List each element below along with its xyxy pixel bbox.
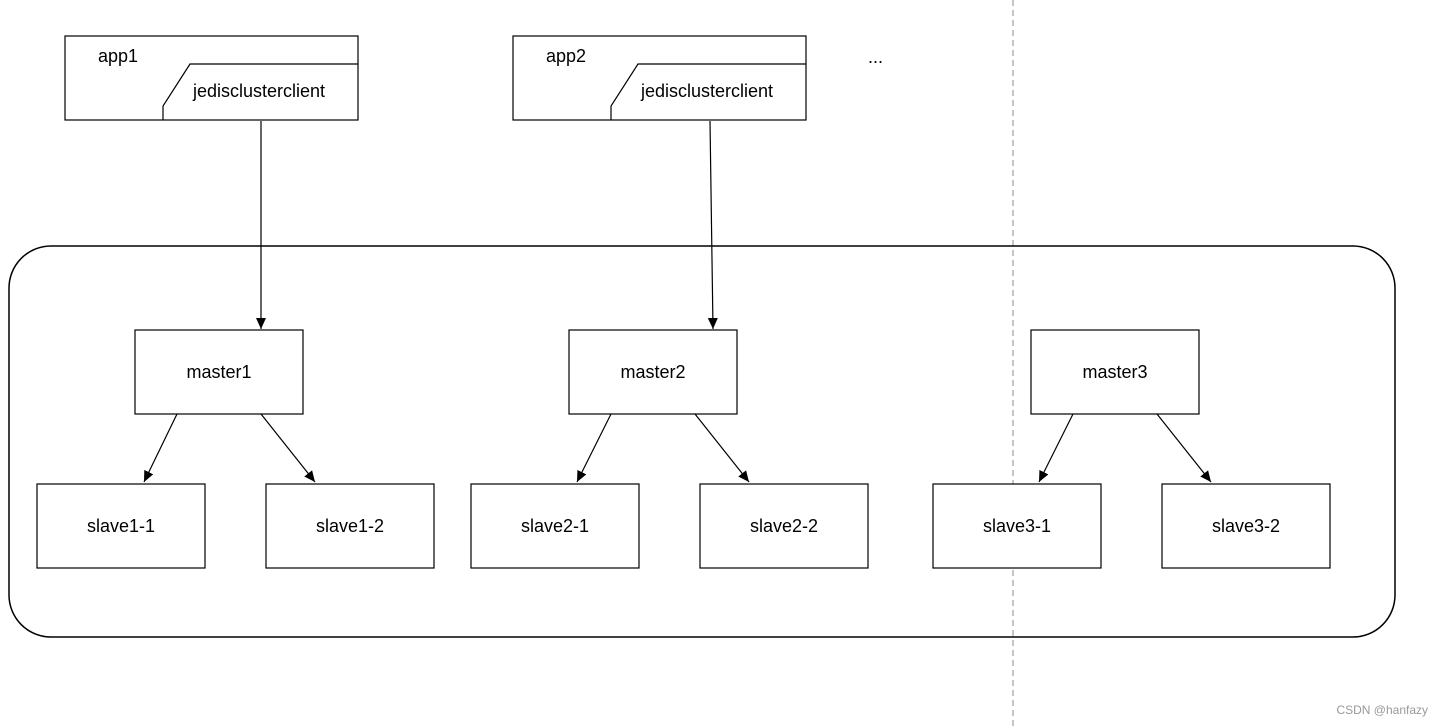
connector-master3-slave3-1 <box>1038 413 1074 483</box>
app2-node: app2 jedisclusterclient <box>512 35 807 121</box>
slave2-1-label: slave2-1 <box>521 516 589 536</box>
app1-client-tab <box>162 63 358 120</box>
cluster-container <box>8 245 1396 638</box>
app2-label: app2 <box>546 46 586 66</box>
slave3-1-node: slave3-1 <box>932 483 1102 569</box>
connector-master1-slave1-1 <box>143 413 178 483</box>
master1-node: master1 <box>134 329 304 415</box>
slave1-1-label: slave1-1 <box>87 516 155 536</box>
app1-client-label: jedisclusterclient <box>192 81 325 101</box>
connector-master3-slave3-2 <box>1156 413 1212 483</box>
slave3-1-label: slave3-1 <box>983 516 1051 536</box>
connector-master2-slave2-1 <box>576 413 612 483</box>
connector-app2-master2 <box>707 120 718 330</box>
slave2-2-label: slave2-2 <box>750 516 818 536</box>
app1-node: app1 jedisclusterclient <box>64 35 359 121</box>
slave3-2-node: slave3-2 <box>1161 483 1331 569</box>
master1-label: master1 <box>186 362 251 382</box>
connector-master1-slave1-2 <box>260 413 316 483</box>
watermark: CSDN @hanfazy <box>1336 703 1428 717</box>
master3-label: master3 <box>1082 362 1147 382</box>
master2-node: master2 <box>568 329 738 415</box>
connector-master2-slave2-2 <box>694 413 750 483</box>
more-apps-ellipsis: ... <box>868 47 883 67</box>
app2-client-tab <box>610 63 806 120</box>
slave2-1-node: slave2-1 <box>470 483 640 569</box>
slave1-2-label: slave1-2 <box>316 516 384 536</box>
app2-client-label: jedisclusterclient <box>640 81 773 101</box>
slave2-2-node: slave2-2 <box>699 483 869 569</box>
master3-node: master3 <box>1030 329 1200 415</box>
slave1-1-node: slave1-1 <box>36 483 206 569</box>
master2-label: master2 <box>620 362 685 382</box>
slave3-2-label: slave3-2 <box>1212 516 1280 536</box>
app1-label: app1 <box>98 46 138 66</box>
slave1-2-node: slave1-2 <box>265 483 435 569</box>
